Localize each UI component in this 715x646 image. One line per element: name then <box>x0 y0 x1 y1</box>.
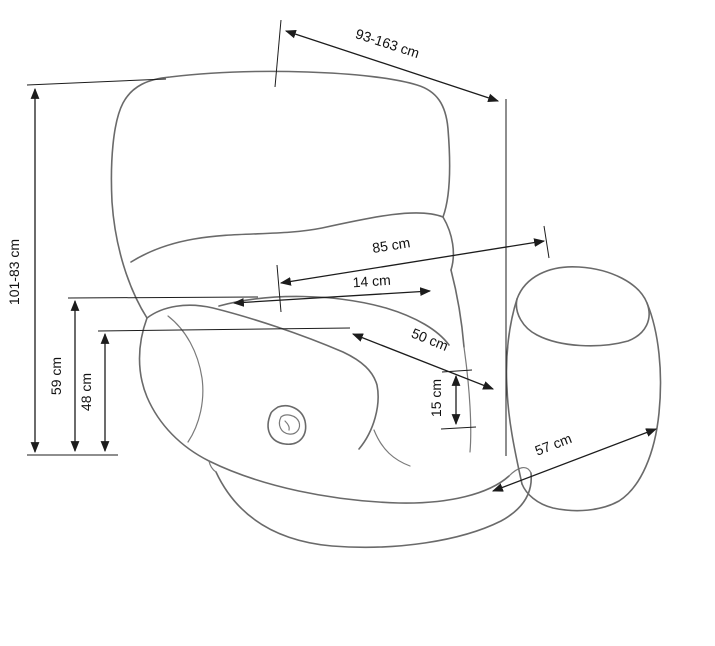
dimension-armrest-width-line <box>232 287 432 307</box>
recliner-handle-slot <box>284 420 290 431</box>
dimension-labels: 101-83 cm 59 cm 48 cm 93-163 cm 85 cm 14… <box>6 25 574 458</box>
width-extension-left <box>276 264 282 313</box>
armrest-height-label: 59 cm <box>48 357 64 395</box>
height-extension-top <box>26 78 167 86</box>
base-left-corner <box>208 460 217 473</box>
dimension-base-depth-line <box>491 428 658 492</box>
recline-depth-label: 93-163 cm <box>354 25 422 61</box>
base-depth-label: 57 cm <box>533 430 574 459</box>
armchair-drawing <box>110 70 662 549</box>
dimension-width-line <box>279 238 546 286</box>
base-front-top <box>208 460 510 504</box>
recliner-handle-outer <box>267 405 307 445</box>
right-armrest-cushion <box>515 266 650 347</box>
height-label: 101-83 cm <box>6 239 22 305</box>
cushion-thickness-label: 15 cm <box>428 379 444 417</box>
recline-extension-left <box>274 19 282 88</box>
armrest-height-extension <box>67 296 259 299</box>
back-cushion-roll <box>442 216 455 271</box>
cushion-extension-bottom <box>440 426 477 430</box>
right-armrest-inner <box>505 298 523 485</box>
left-armrest-top <box>146 304 379 450</box>
armrest-width-label: 14 cm <box>352 272 391 291</box>
left-armrest-seam <box>167 315 204 443</box>
headrest-seam <box>130 212 444 263</box>
dimension-recline-depth-line <box>284 29 500 103</box>
dimension-lines <box>30 29 658 492</box>
seat-height-extension <box>97 327 351 332</box>
seat-inner-right-edge <box>463 346 472 453</box>
recliner-handle-inner <box>278 414 301 435</box>
backrest-outline <box>110 70 451 319</box>
seat-depth-label: 50 cm <box>409 325 450 354</box>
right-armrest-outer <box>521 302 662 512</box>
left-armrest-front <box>138 317 210 462</box>
base-bottom <box>215 471 533 549</box>
dimension-seat-depth-line <box>351 333 495 390</box>
back-right-edge <box>450 269 465 348</box>
width-label: 85 cm <box>371 234 411 256</box>
seat-height-label: 48 cm <box>78 373 94 411</box>
seat-front-drop <box>373 429 411 467</box>
width-extension-right <box>543 225 550 259</box>
